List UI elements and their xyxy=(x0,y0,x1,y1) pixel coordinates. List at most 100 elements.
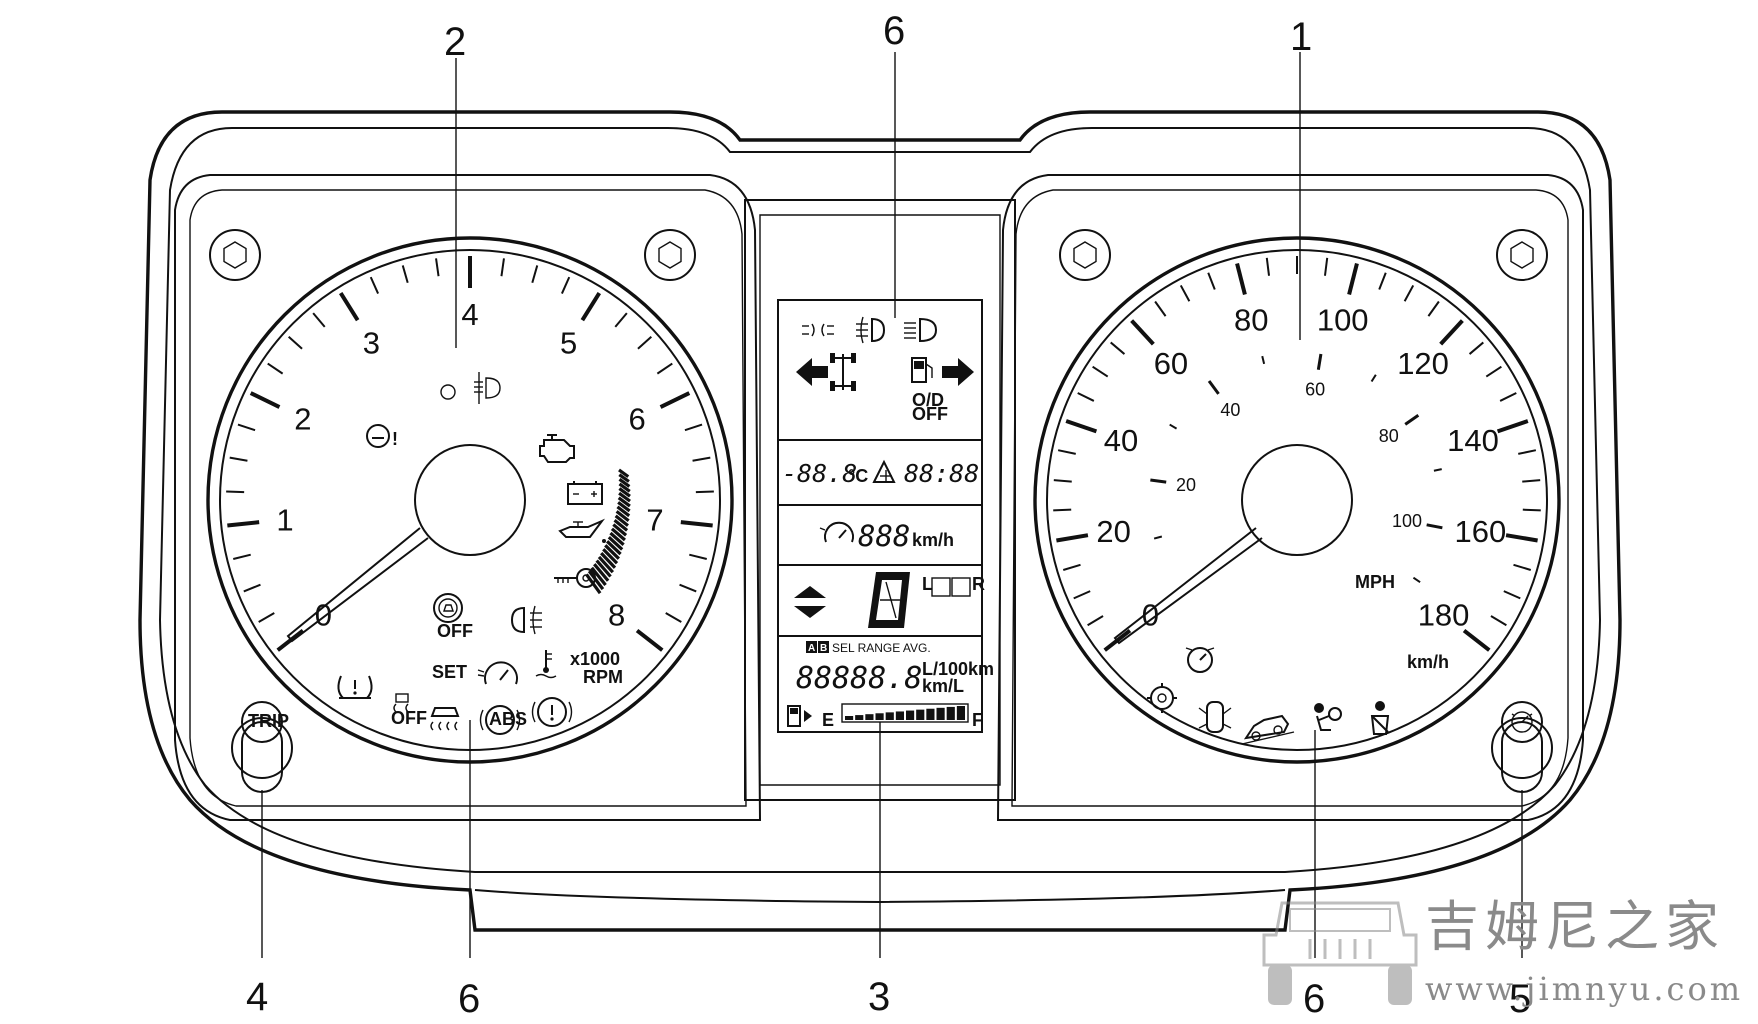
redline-segment xyxy=(590,566,607,586)
callout-1-top: 1 xyxy=(1290,15,1312,59)
fuel-segment xyxy=(946,706,955,720)
redline-segment xyxy=(618,487,631,498)
front-fog-light-icon xyxy=(856,316,886,344)
esp-off-label: OFF xyxy=(437,621,473,641)
speedometer-number: 40 xyxy=(1104,423,1138,458)
redline-segment xyxy=(595,559,612,578)
tachometer-tick xyxy=(635,628,664,652)
tachometer-number: 3 xyxy=(363,325,380,360)
redline-segment xyxy=(602,548,619,565)
high-beam-icon xyxy=(904,317,938,343)
overdrive-off-label-bottom: OFF xyxy=(912,404,948,424)
bolt-icon xyxy=(644,229,696,281)
info-a-label: A xyxy=(808,643,815,654)
redline-segment xyxy=(614,514,629,527)
tachometer-tick xyxy=(227,520,260,528)
mph-tick xyxy=(1261,355,1266,365)
fuel-segment xyxy=(875,713,884,720)
info-mode-tags: SEL RANGE AVG. xyxy=(832,641,931,655)
tachometer-tick xyxy=(401,265,409,284)
speedometer-number: 180 xyxy=(1418,598,1470,633)
jeep-logo-icon xyxy=(1262,901,1418,1005)
redline-segment xyxy=(618,473,630,483)
bolt-icon xyxy=(1059,229,1111,281)
cruise-control-icon xyxy=(477,661,518,685)
speedometer-tick xyxy=(1065,419,1098,434)
speedometer-tick xyxy=(1522,508,1541,512)
speedometer-tick xyxy=(1485,365,1502,378)
cruise-speed-readout: 888 xyxy=(858,519,910,553)
tachometer-tick xyxy=(689,553,707,560)
speedometer-number: 60 xyxy=(1154,346,1188,381)
speedometer-tick xyxy=(1056,533,1089,543)
mph-tick xyxy=(1207,380,1220,395)
watermark-url-text: www.jimnyu.com xyxy=(1425,970,1743,1008)
gear-l-label: L xyxy=(922,574,933,594)
redline-segment xyxy=(618,468,630,478)
door-open-icon xyxy=(1198,701,1232,733)
redline-segment xyxy=(610,527,626,542)
tachometer-tick xyxy=(267,362,284,375)
overdrive-off-label-top: O/D xyxy=(912,390,944,410)
tachometer-tick xyxy=(695,490,714,494)
speedometer-needle xyxy=(1113,527,1263,645)
fuel-segment xyxy=(845,716,854,720)
coolant-temperature-icon xyxy=(535,650,557,679)
hill-descent-off-icon: OFF xyxy=(391,693,427,728)
callout-4-bottom: 4 xyxy=(246,975,268,1019)
tachometer-hub xyxy=(414,444,526,556)
tachometer-tick xyxy=(249,391,281,409)
illumination-dial-icon xyxy=(1511,711,1533,733)
tachometer-number: 8 xyxy=(608,598,625,633)
speedometer-tick xyxy=(1087,615,1104,627)
esp-off-icon: OFF xyxy=(433,593,473,641)
speedometer-tick xyxy=(1518,449,1537,455)
fuel-segment xyxy=(865,714,874,720)
tachometer-tick xyxy=(258,612,275,623)
cruise-speed-unit: km/h xyxy=(912,530,954,550)
airbag-warning-icon xyxy=(1314,703,1342,731)
speedometer-tick xyxy=(1265,257,1271,276)
gear-left-box-icon xyxy=(931,577,951,597)
redline-segment xyxy=(618,482,631,493)
speedometer-number: 140 xyxy=(1447,423,1499,458)
headlight-leveling-icon xyxy=(474,372,501,404)
speedometer-tick xyxy=(1522,479,1541,483)
speedometer-tick xyxy=(1323,257,1329,276)
speedometer-tick xyxy=(1130,319,1155,346)
illumination-button[interactable] xyxy=(1491,701,1553,793)
speedometer-ticks xyxy=(1053,256,1541,652)
ice-warning-icon xyxy=(872,459,896,483)
mph-tick xyxy=(1433,468,1442,472)
shift-up-icon xyxy=(794,586,826,598)
speedometer-tick xyxy=(1496,419,1529,434)
tachometer-tick xyxy=(500,258,505,277)
callout-6-bottom-left: 6 xyxy=(458,977,480,1021)
speedometer-number: 100 xyxy=(1317,303,1369,338)
speedometer-tick xyxy=(1154,300,1167,317)
seatbelt-reminder-icon xyxy=(1370,701,1390,735)
speedometer-tick xyxy=(1439,319,1464,346)
mph-tick xyxy=(1169,423,1178,430)
redline-segment xyxy=(617,501,631,513)
redline-segment xyxy=(617,496,631,508)
tachometer-number: 6 xyxy=(629,401,646,436)
tachometer-tick xyxy=(237,423,256,432)
abs-warning-icon: ABS xyxy=(479,705,527,735)
speedometer-tick xyxy=(1505,533,1538,543)
mph-number: 20 xyxy=(1176,475,1196,495)
fuel-full-label: F xyxy=(972,710,983,730)
mph-unit-label: MPH xyxy=(1355,572,1395,592)
trip-button[interactable]: TRIP xyxy=(231,701,293,793)
speedometer-tick xyxy=(1207,272,1216,290)
tachometer-tick xyxy=(665,612,682,623)
speedometer-tick xyxy=(1403,284,1415,302)
speedometer-hub xyxy=(1241,444,1353,556)
tachometer-tick xyxy=(531,265,539,284)
speedometer-tick xyxy=(1347,262,1359,295)
mph-tick xyxy=(1153,535,1163,540)
mph-tick xyxy=(1412,576,1421,583)
mph-tick xyxy=(1404,414,1420,426)
redline-segment xyxy=(613,518,629,532)
cruise-speed-icon xyxy=(819,521,854,543)
